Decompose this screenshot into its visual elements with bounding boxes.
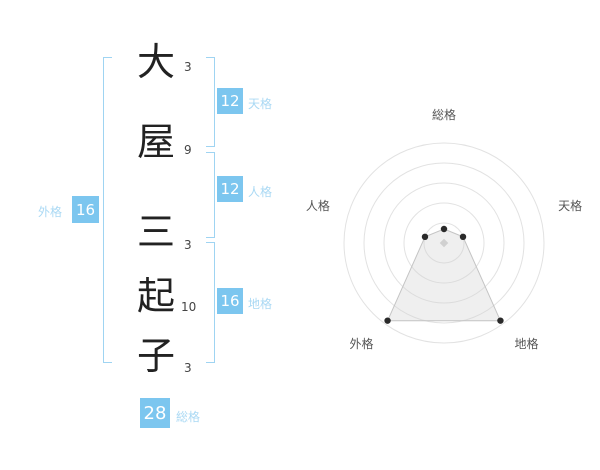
stroke-count: 3 — [184, 60, 192, 74]
stroke-count: 3 — [184, 361, 192, 375]
tenkaku-value-badge: 12 — [217, 88, 243, 114]
name-character: 子 — [136, 334, 175, 378]
name-character: 大 — [136, 40, 175, 84]
jinkaku-bracket — [206, 152, 215, 238]
jinkaku-value-badge: 12 — [217, 176, 243, 202]
chikaku-label: 地格 — [248, 297, 273, 311]
chikaku-bracket — [206, 242, 215, 363]
gaikaku-label: 外格 — [38, 205, 63, 219]
soukaku-value-badge: 28 — [140, 398, 170, 428]
stroke-count: 9 — [184, 143, 192, 157]
stroke-count: 10 — [181, 300, 197, 314]
svg-text:外格: 外格 — [349, 336, 373, 351]
svg-text:人格: 人格 — [306, 198, 330, 213]
chikaku-value-badge: 16 — [217, 288, 243, 314]
name-character: 起 — [136, 274, 175, 318]
svg-text:天格: 天格 — [558, 198, 582, 213]
tenkaku-label: 天格 — [248, 97, 273, 111]
tenkaku-bracket — [206, 57, 215, 147]
gaikaku-bracket — [103, 57, 112, 363]
stroke-count: 3 — [184, 238, 192, 252]
jinkaku-label: 人格 — [248, 185, 273, 199]
svg-text:地格: 地格 — [515, 336, 539, 351]
gaikaku-value-badge: 16 — [72, 196, 99, 223]
name-character: 屋 — [136, 120, 175, 164]
soukaku-label: 総格 — [176, 410, 201, 424]
svg-text:総格: 総格 — [432, 107, 456, 122]
name-character: 三 — [136, 210, 175, 254]
